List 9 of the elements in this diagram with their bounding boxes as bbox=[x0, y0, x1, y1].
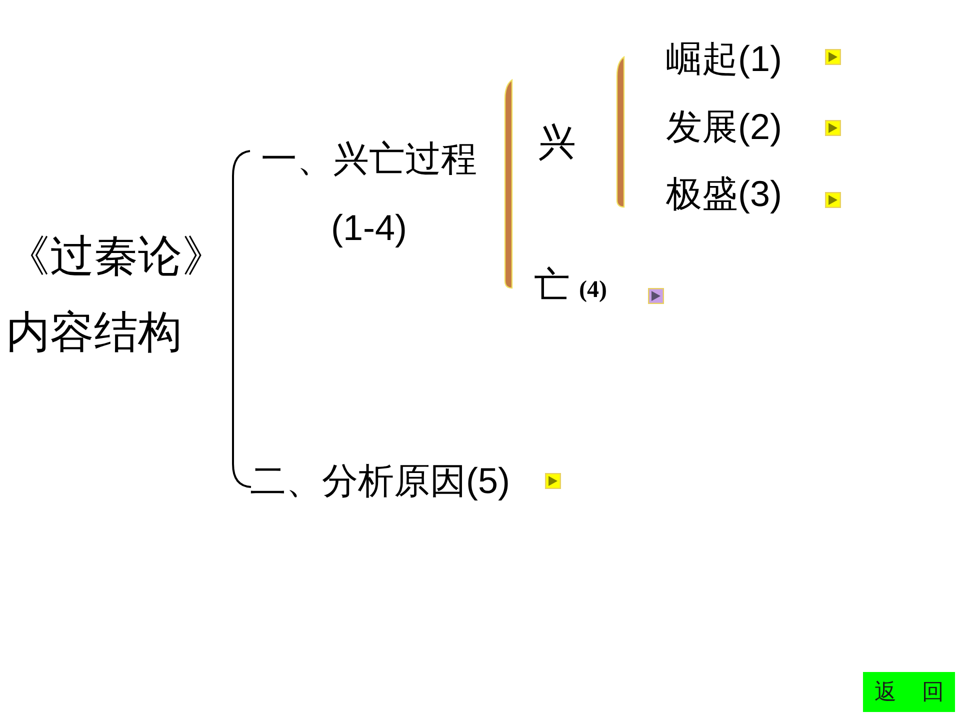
branch-label: 二、分析原因(5) bbox=[250, 459, 511, 503]
branch-label: 发展(2) bbox=[666, 105, 783, 149]
branch-label: 亡 (4) bbox=[534, 264, 608, 307]
branch-label: 兴 bbox=[538, 121, 577, 166]
back-button: 返 回 bbox=[863, 672, 955, 712]
topic-text: 《过秦论》内容结构 bbox=[6, 231, 227, 359]
branch-label: 一、兴亡过程(1-4) bbox=[260, 137, 478, 250]
branch-label: 崛起(1) bbox=[666, 37, 783, 81]
branch-label: 极盛(3) bbox=[666, 172, 783, 216]
